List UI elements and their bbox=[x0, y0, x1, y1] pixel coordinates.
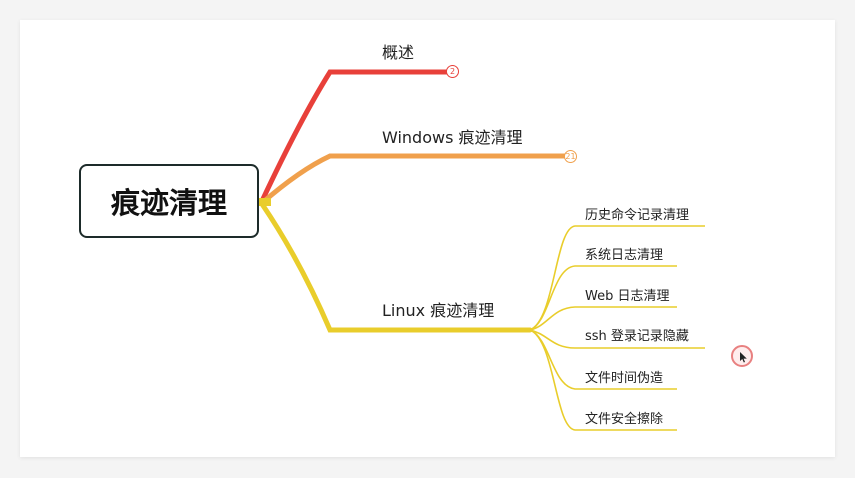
branch-line-windows bbox=[259, 153, 569, 206]
subtopic-file-secure-erase[interactable]: 文件安全擦除 bbox=[585, 412, 664, 427]
subtopic-history-cleanup[interactable]: 历史命令记录清理 bbox=[585, 208, 690, 223]
root-topic-label: 痕迹清理 bbox=[110, 186, 227, 220]
subtopic-ssh-login-hide[interactable]: ssh 登录记录隐藏 bbox=[585, 329, 689, 344]
collapse-count-badge[interactable]: 2 bbox=[446, 65, 459, 78]
branch-line-overview bbox=[259, 69, 451, 204]
topic-label: 概述 bbox=[382, 43, 415, 62]
topic-label: Windows 痕迹清理 bbox=[382, 128, 523, 147]
topic-label: Linux 痕迹清理 bbox=[382, 301, 495, 320]
subtopic-weblog-cleanup[interactable]: Web 日志清理 bbox=[585, 289, 670, 304]
sub-line-6 bbox=[529, 329, 677, 431]
collapse-count-badge[interactable]: 21 bbox=[564, 150, 577, 163]
topic-windows[interactable]: Windows 痕迹清理 bbox=[382, 124, 523, 148]
mouse-pointer-icon bbox=[740, 352, 747, 363]
mindmap-canvas bbox=[20, 20, 835, 457]
root-topic[interactable]: 痕迹清理 bbox=[79, 164, 259, 238]
root-stub bbox=[259, 198, 271, 206]
branch-line-linux bbox=[259, 201, 533, 333]
topic-linux[interactable]: Linux 痕迹清理 bbox=[382, 297, 494, 321]
sub-line-4 bbox=[529, 329, 705, 349]
topic-overview[interactable]: 概述 bbox=[382, 39, 414, 63]
subtopic-syslog-cleanup[interactable]: 系统日志清理 bbox=[585, 248, 664, 263]
linux-sub-connectors bbox=[529, 225, 705, 431]
sub-line-2 bbox=[529, 265, 677, 331]
subtopic-file-time-forge[interactable]: 文件时间伪造 bbox=[585, 371, 664, 386]
sub-line-3 bbox=[529, 306, 677, 331]
sub-line-1 bbox=[529, 225, 705, 331]
